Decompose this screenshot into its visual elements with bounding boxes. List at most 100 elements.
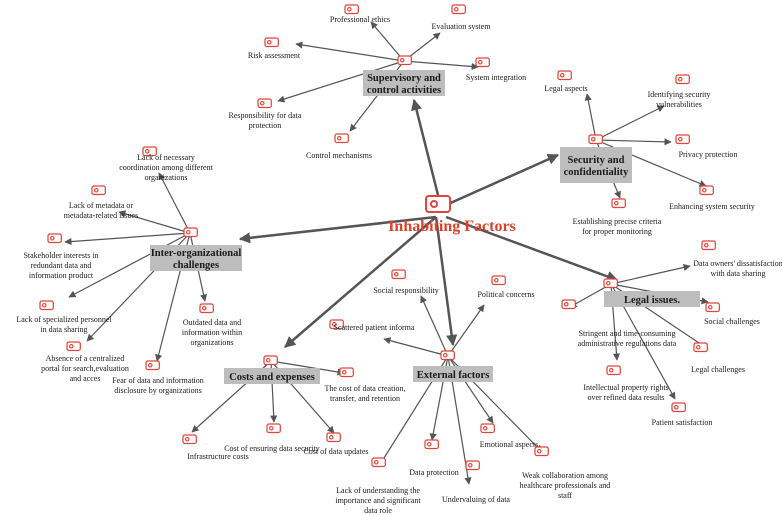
branch-label-security-line: Security and: [568, 155, 625, 166]
leaf-external-5-tag-icon: [534, 446, 549, 457]
branch-box-interorg[interactable]: [150, 245, 242, 271]
leaf-costs-1-tag-icon: [182, 434, 197, 445]
leaf-supervisory-2-line: Risk assessment: [248, 51, 301, 60]
leaf-supervisory-4-tag-icon: [257, 98, 272, 109]
leaf-interorg-6-line: information within: [182, 328, 242, 337]
leaf-costs-3-tag-icon: [326, 432, 341, 443]
leaf-security-2-line: Privacy protection: [679, 150, 738, 159]
leaf-external-3: Emotional aspects: [480, 440, 538, 449]
branch-box-supervisory[interactable]: [363, 70, 445, 96]
branch-label-costs: Costs and expenses: [229, 372, 315, 383]
branch-box-external[interactable]: [413, 366, 493, 382]
leaf-supervisory-3-tag-icon: [475, 57, 490, 68]
edge-supervisory-2: [295, 41, 405, 62]
leaf-external-6-line: Undervaluing of data: [442, 495, 510, 504]
leaf-external-0-tag-icon: [391, 269, 406, 280]
leaf-interorg-0-line: coordination among different: [119, 163, 213, 172]
leaf-security-1-line: vulnerabilities: [656, 100, 702, 109]
leaf-external-3-tag-icon: [480, 423, 495, 434]
leaf-costs-1-line: Infrastructure costs: [187, 452, 249, 461]
branch-interorg-tag-icon: [183, 227, 198, 238]
leaf-legal-5: Patient satisfaction: [652, 418, 713, 427]
edge-costs-0: [270, 360, 345, 376]
leaf-costs-0-line: transfer, and retention: [330, 394, 400, 403]
edge-interorg-2: [64, 232, 191, 246]
leaf-legal-3-tag-icon: [693, 342, 708, 353]
leaf-external-2-line: Scattered patient informa: [334, 323, 415, 332]
edge-supervisory-0: [370, 21, 405, 62]
branch-label-costs-line: Costs and expenses: [229, 372, 315, 383]
leaf-supervisory-5-line: Control mechanisms: [306, 151, 372, 160]
edge-security-2: [595, 138, 672, 146]
leaf-interorg-5-line: disclosure by organizations: [114, 386, 201, 395]
leaf-supervisory-5: Control mechanisms: [306, 151, 372, 160]
leaf-interorg-4-line: portal for search,evaluation: [41, 364, 129, 373]
branch-label-supervisory-line: Supervisory and: [367, 73, 441, 84]
branch-box-legal[interactable]: [604, 291, 700, 307]
branch-box-costs[interactable]: [224, 368, 320, 384]
leaf-supervisory-4-line: Responsibility for data: [229, 111, 302, 120]
leaf-supervisory-0-tag-icon: [344, 4, 359, 15]
leaf-supervisory-0: Professional ethics: [330, 15, 390, 24]
edge-interorg-1: [118, 210, 191, 234]
edge-interorg-0: [158, 172, 191, 234]
leaf-security-3-tag-icon: [699, 185, 714, 196]
root-edge-security: [445, 153, 560, 207]
root-title[interactable]: Inhabiting Factors: [388, 218, 516, 235]
leaf-legal-2-line: Stringent and time-consuming: [579, 329, 676, 338]
branch-label-security-line: confidentiality: [564, 167, 629, 178]
root-edge-supervisory: [411, 98, 440, 196]
branch-label-external-line: External factors: [417, 370, 490, 381]
branch-label-legal-line: Legal issues.: [624, 295, 680, 306]
root-edge-legal: [445, 215, 619, 282]
leaf-legal-0-line: Data owners' dissatisfaction: [693, 259, 782, 268]
leaf-supervisory-5-tag-icon: [334, 133, 349, 144]
leaf-legal-4-line: over refined data results: [587, 393, 664, 402]
leaf-interorg-4-line: and acces: [70, 374, 101, 383]
leaf-interorg-3-line: Lack of specialized personnel: [16, 315, 112, 324]
branch-supervisory-tag-icon: [397, 55, 412, 66]
branch-label-external: External factors: [417, 370, 490, 381]
leaf-external-1-tag-icon: [491, 275, 506, 286]
leaf-legal-0-line: with data sharing: [710, 269, 765, 278]
leaf-external-5-line: staff: [558, 491, 572, 500]
leaf-supervisory-3-line: System integration: [466, 73, 526, 82]
leaf-security-0: Legal aspects: [544, 84, 587, 93]
leaf-security-4-line: for proper monitoring: [582, 227, 652, 236]
leaf-security-4-tag-icon: [611, 198, 626, 209]
leaf-legal-1-line: Social challenges: [704, 317, 760, 326]
leaf-security-4-line: Establishing precise criteria: [573, 217, 662, 226]
branch-box-security[interactable]: [560, 147, 632, 183]
edge-legal-0: [610, 263, 691, 285]
leaf-external-6-tag-icon: [465, 460, 480, 471]
leaf-interorg-2-tag-icon: [47, 233, 62, 244]
leaf-security-0-line: Legal aspects: [544, 84, 587, 93]
leaf-interorg-1-line: Lack of metadata or: [69, 201, 134, 210]
leaf-interorg-3-tag-icon: [39, 300, 54, 311]
leaf-external-3-line: Emotional aspects: [480, 440, 538, 449]
leaf-legal-4-tag-icon: [606, 365, 621, 376]
leaf-external-5-line: Weak collaboration among: [522, 471, 608, 480]
branch-label-interorg-line: Inter-organizational: [151, 248, 242, 259]
leaf-security-2-tag-icon: [675, 134, 690, 145]
branch-legal-tag-icon: [603, 278, 618, 289]
leaf-external-2-tag-icon: [329, 319, 344, 330]
leaf-interorg-1-tag-icon: [91, 185, 106, 196]
leaf-security-2: Privacy protection: [679, 150, 738, 159]
leaf-supervisory-4-line: protection: [249, 121, 281, 130]
